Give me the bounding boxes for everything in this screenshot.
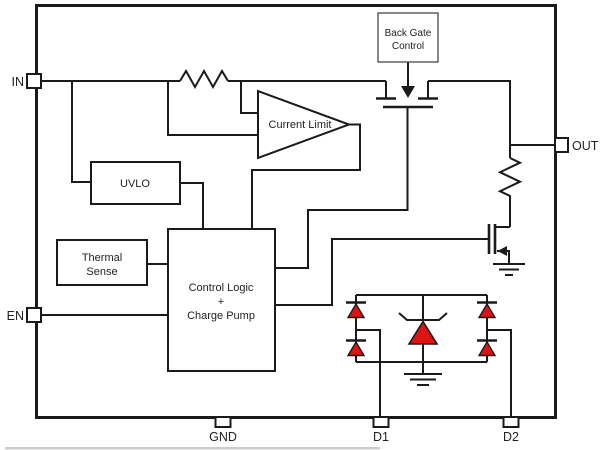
wire-passfet-gate-drive [275,107,409,269]
sense-resistor [179,68,229,90]
block-back-gate-control: Back Gate Control [377,12,439,63]
pin-out-label: OUT [572,139,599,153]
pin-in: IN [12,73,42,89]
backgate-arrowhead-icon [401,86,415,98]
wire-uvlo-output [180,182,204,229]
dischargefet-source-arrow-icon [497,246,507,256]
thermal-label-line1: Thermal [82,252,122,264]
uvlo-label: UVLO [120,178,150,190]
output-resistor [497,157,523,227]
wire-passfet-to-out [428,80,511,145]
diode-icon [346,302,366,319]
diode-network [346,294,512,417]
pin-in-label: IN [12,75,25,89]
zener-diode-icon [407,319,439,345]
diode-icon [477,340,497,357]
pin-en-label: EN [7,309,24,323]
block-thermal-sense: Thermal Sense [56,239,148,286]
back-gate-label-line2: Control [392,41,424,52]
chip-outline [35,4,557,419]
control-logic-label-line3: Charge Pump [187,310,255,322]
ground-symbol-fet [493,263,525,276]
control-logic-label-line2: + [218,296,224,308]
pin-d2: D2 [502,416,520,444]
block-uvlo: UVLO [90,161,181,205]
diode-icon [477,302,497,319]
pin-gnd-label: GND [209,430,237,444]
thermal-label-line2: Sense [86,266,117,278]
current-limit-label: Current Limit [269,119,332,131]
pin-d1: D1 [372,416,390,444]
pin-gnd: GND [209,416,237,444]
diode-icon [346,340,366,357]
amp-triangle [257,89,352,160]
cropped-text-artifact [5,447,380,450]
wire-currentlimit-output [251,123,361,229]
wire-dischargefet-gate-drive [275,238,489,306]
ground-symbol-diodes [404,373,442,386]
control-logic-label-line1: Control Logic [189,282,254,294]
pin-d1-label: D1 [373,430,389,444]
wire-currentlimit-input-top [240,81,258,114]
pin-en: EN [7,307,42,323]
wire-d1 [356,329,381,417]
pass-mosfet [376,62,438,109]
block-current-limit-amp: Current Limit [257,89,352,160]
wire-currentlimit-input-bottom [167,81,258,136]
pin-d2-label: D2 [503,430,519,444]
wire-uvlo-input [71,81,91,183]
back-gate-label-line1: Back Gate [385,28,432,39]
pin-out: OUT [554,137,599,153]
block-control-logic: Control Logic + Charge Pump [167,228,276,372]
discharge-mosfet [487,224,525,276]
wires [41,68,555,316]
wire-d2 [487,329,512,417]
